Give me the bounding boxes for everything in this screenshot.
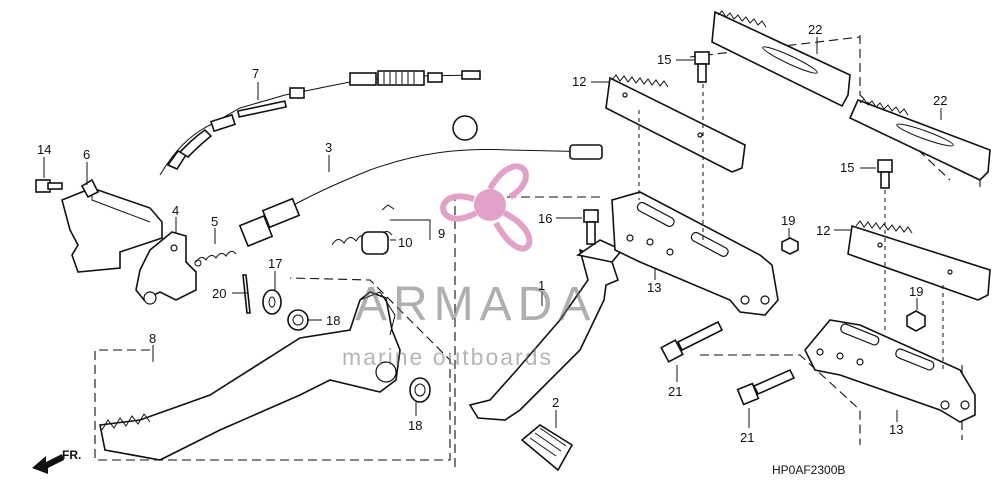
callout-15a: 15	[657, 52, 671, 67]
part-step-cover-22b	[848, 98, 991, 181]
part-step-cover-22a	[711, 10, 851, 108]
callout-1: 1	[538, 278, 545, 293]
front-direction-label: FR.	[62, 448, 81, 462]
callout-16: 16	[538, 211, 552, 226]
group-assembly-lines	[638, 84, 944, 370]
group-leader-lines	[43, 37, 942, 428]
diagram-code: HP0AF2300B	[772, 463, 845, 477]
watermark-tagline: marine outboards	[342, 344, 553, 370]
callout-13a: 13	[647, 280, 661, 295]
callout-4: 4	[172, 203, 179, 218]
callout-13b: 13	[889, 422, 903, 437]
front-arrow-icon	[32, 454, 64, 474]
callout-21b: 21	[740, 430, 754, 445]
callout-19b: 19	[909, 284, 923, 299]
part-spring-5	[194, 250, 237, 267]
callout-5: 5	[211, 214, 218, 229]
part-bolt-21b	[736, 368, 796, 406]
part-bracket-6	[61, 178, 163, 273]
group-callouts: 7 3 14 6 4 5 9 10 17 20 18 8 18 1 2 16 1…	[37, 22, 947, 445]
part-cable-3	[238, 115, 603, 248]
part-brake-pedal-8	[99, 291, 401, 461]
part-bushing-18b	[409, 377, 431, 403]
front-direction-indicator: FR.	[32, 448, 81, 474]
part-nut-19a	[781, 237, 799, 255]
callout-14: 14	[37, 142, 51, 157]
part-bolt-14	[35, 179, 63, 193]
callout-22b: 22	[933, 93, 947, 108]
part-bolt-16	[583, 209, 599, 245]
callout-21a: 21	[668, 384, 682, 399]
callout-12b: 12	[816, 223, 830, 238]
part-bolt-15a	[694, 51, 710, 83]
propeller-logo-icon	[440, 163, 533, 252]
callout-18b: 18	[408, 418, 422, 433]
callout-9: 9	[438, 226, 445, 241]
part-bushing-18a	[287, 309, 309, 331]
callout-2: 2	[552, 395, 559, 410]
callout-10: 10	[398, 235, 412, 250]
part-cable-7	[159, 70, 481, 176]
part-bolt-15b	[877, 159, 893, 189]
part-shift-lever-1	[468, 239, 624, 421]
armada-watermark: ARMADA marine outboards	[342, 163, 596, 370]
part-step-plate-12b	[847, 220, 991, 301]
callout-7: 7	[252, 66, 259, 81]
part-bolt-21a	[660, 320, 724, 363]
callout-17: 17	[268, 256, 282, 271]
callout-22a: 22	[808, 22, 822, 37]
part-washer-17	[262, 289, 282, 315]
part-pin-20	[242, 274, 251, 314]
part-plate-4	[135, 231, 197, 305]
callout-6: 6	[83, 147, 90, 162]
callout-19a: 19	[781, 213, 795, 228]
part-pedal-rubber-2	[520, 424, 574, 472]
part-step-bracket-13b	[804, 319, 976, 423]
callout-20: 20	[212, 286, 226, 301]
part-sleeve-10	[361, 231, 389, 255]
callout-8: 8	[149, 331, 156, 346]
callout-12a: 12	[572, 74, 586, 89]
callout-15b: 15	[840, 160, 854, 175]
part-step-bracket-13a	[611, 191, 779, 316]
callout-18a: 18	[326, 313, 340, 328]
callout-3: 3	[325, 140, 332, 155]
part-nut-19b	[906, 310, 926, 332]
part-step-plate-12a	[605, 74, 746, 173]
watermark-brand: ARMADA	[355, 278, 596, 331]
